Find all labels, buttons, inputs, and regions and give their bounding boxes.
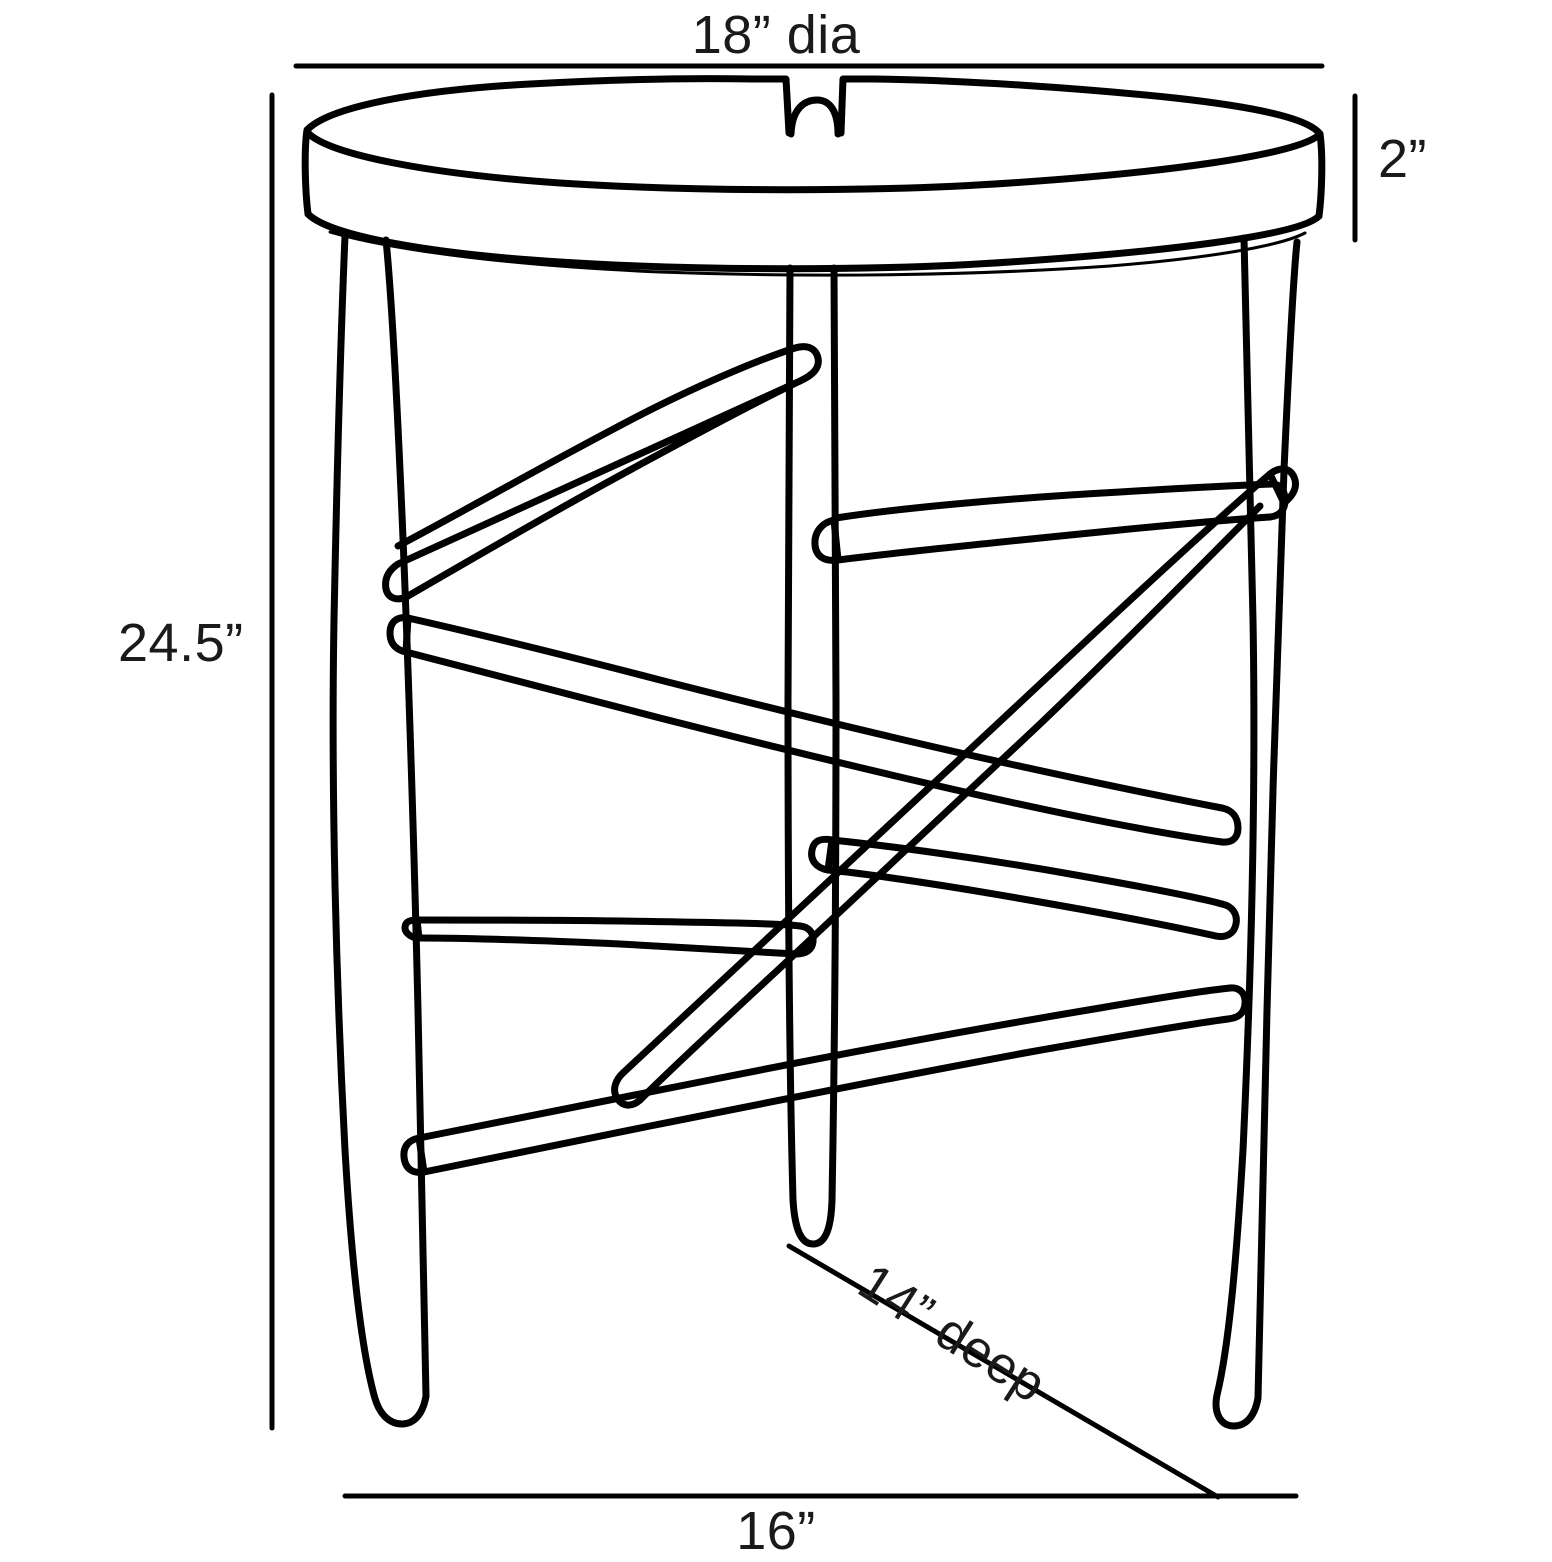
dimension-label-diameter: 18” dia [691, 5, 861, 65]
stretcher-middle-long [386, 614, 1242, 846]
tray-notch-arch [787, 96, 842, 138]
dimension-label-overall-height: 24.5” [118, 613, 244, 673]
stretcher-upper-left-diagonal [382, 343, 822, 603]
tray-notch-right-wall [837, 75, 878, 137]
stretcher-bottom-diagonal [400, 984, 1249, 1176]
stretcher-lower-right [808, 835, 1240, 940]
leg-center-right [828, 264, 840, 1204]
dimension-label-base-width: 16” [736, 1501, 816, 1561]
leg-left-outer [329, 232, 430, 1428]
tray-top [301, 75, 1326, 277]
tray-rim-top-right [870, 75, 1324, 138]
tray-notch-left-wall [749, 75, 793, 137]
leg-center-left [784, 264, 836, 1248]
leg-center [784, 264, 840, 1248]
tray-bottom-edge [304, 210, 1323, 273]
leg-right [1212, 234, 1301, 1430]
tray-rim-left-side [301, 126, 312, 218]
stretcher-lower-left [401, 916, 817, 958]
tray-inner-lip [304, 129, 1324, 194]
tray-rim-right-side [1315, 130, 1326, 220]
leg-left-inner [382, 236, 430, 1400]
tray-underside-edge [328, 230, 1307, 277]
stretchers [382, 343, 1300, 1176]
tray-rim-top-left [303, 75, 757, 134]
dimension-label-top-thickness: 2” [1378, 129, 1428, 189]
dimension-lines [269, 63, 1358, 1500]
leg-right-outer [1254, 238, 1301, 1402]
leg-left [329, 232, 430, 1428]
leg-right-inner [1212, 234, 1262, 1430]
dim-line-depth [786, 1243, 1221, 1500]
